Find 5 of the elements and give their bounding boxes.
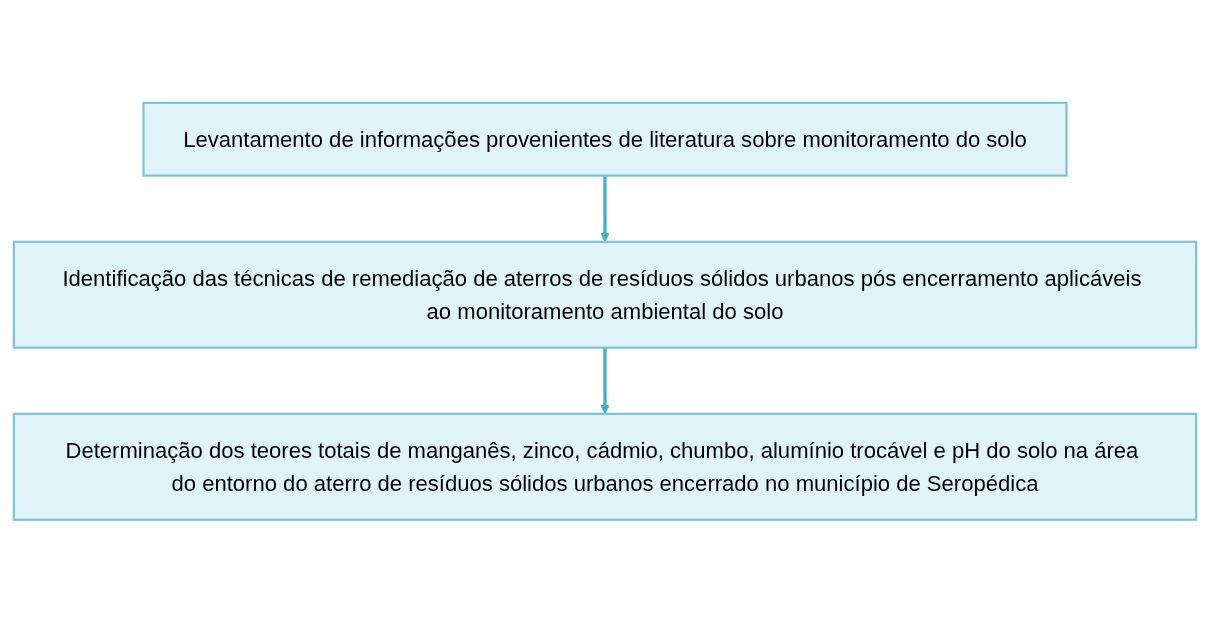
arrow	[600, 175, 610, 242]
arrow	[600, 347, 610, 414]
node-box: Levantamento de informações provenientes de literatura sobre monitoramento do solo	[142, 101, 1068, 177]
node-box: Determinação dos teores totais de manganês, zinco, cádmio, chumbo, alumínio trocável e pH do solo na área do entorno do aterro de resíduos sólidos urbanos encerrado no município de Seropédica	[12, 412, 1198, 521]
node-box: Identificação das técnicas de remediação de aterros de resíduos sólidos urbanos pós encerramento aplicáveis ao monitoramento ambiental do solo	[12, 240, 1198, 349]
